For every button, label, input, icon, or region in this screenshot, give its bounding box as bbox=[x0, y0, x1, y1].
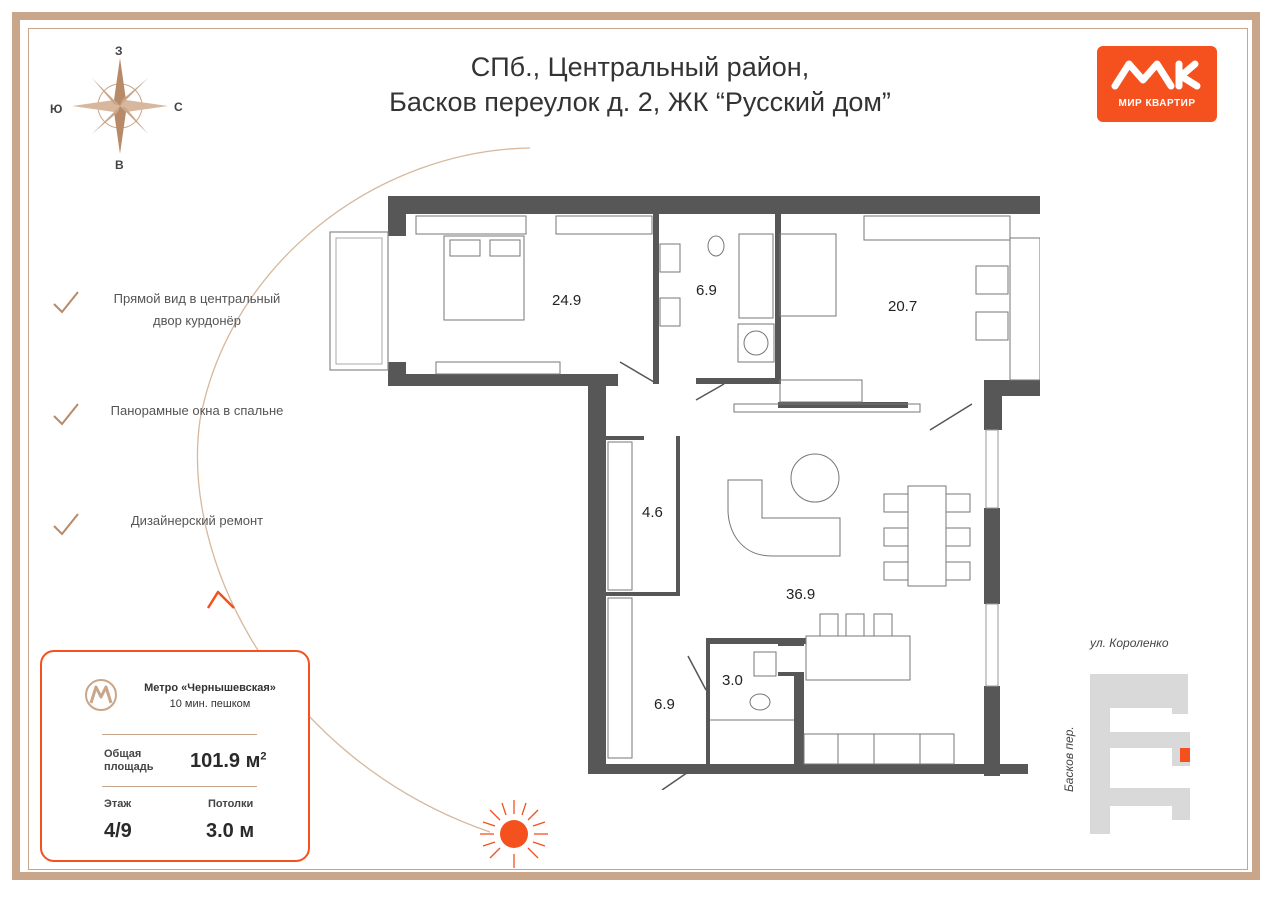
compass-north: З bbox=[115, 44, 123, 58]
metro-name: Метро «Чернышевская» bbox=[144, 682, 276, 694]
feature-item: Панорамные окна в спальне bbox=[52, 400, 312, 430]
floor-value: 4/9 bbox=[104, 820, 132, 842]
title-line-1: СПб., Центральный район, bbox=[470, 52, 810, 82]
compass-west: Ю bbox=[50, 102, 63, 116]
feature-line: Панорамные окна в спальне bbox=[110, 403, 284, 418]
logo-mark-icon bbox=[1111, 60, 1201, 90]
area-label-line: площадь bbox=[104, 761, 154, 773]
compass-south: В bbox=[115, 158, 124, 172]
compass-east: С bbox=[174, 100, 183, 114]
card-divider bbox=[102, 734, 257, 735]
area-label-line: Общая bbox=[104, 748, 142, 760]
room-area-storage: 4.6 bbox=[642, 504, 663, 521]
brand-logo: МИР КВАРТИР bbox=[1097, 46, 1217, 122]
logo-text: МИР КВАРТИР bbox=[1118, 98, 1196, 109]
feature-text: Прямой вид в центральный двор курдонёр bbox=[92, 288, 302, 332]
area-number: 101.9 м bbox=[190, 750, 261, 772]
check-icon bbox=[53, 291, 79, 314]
title-line-2: Басков переулок д. 2, ЖК “Русский дом” bbox=[389, 87, 891, 117]
outer-frame bbox=[12, 12, 1260, 880]
inner-frame bbox=[28, 28, 1248, 870]
room-area-bedroom-right: 20.7 bbox=[888, 298, 918, 315]
room-area-living: 36.9 bbox=[786, 586, 816, 603]
feature-text: Панорамные окна в спальне bbox=[92, 400, 302, 422]
compass-rose-icon bbox=[72, 58, 168, 154]
sun-icon bbox=[480, 800, 548, 868]
ceiling-label: Потолки bbox=[208, 798, 254, 810]
metro-walk-time: 10 мин. пешком bbox=[169, 698, 251, 710]
room-area-bathroom: 6.9 bbox=[696, 282, 717, 299]
info-card: Метро «Чернышевская» 10 мин. пешком Обща… bbox=[40, 650, 310, 862]
area-label: Общая площадь bbox=[104, 748, 153, 774]
room-area-wc: 3.0 bbox=[722, 672, 743, 689]
feature-line: Дизайнерский ремонт bbox=[130, 513, 264, 528]
floor-plan bbox=[329, 196, 1040, 790]
floor-label: Этаж bbox=[104, 798, 132, 810]
check-icon bbox=[53, 513, 79, 536]
room-area-hall: 6.9 bbox=[654, 696, 675, 713]
card-divider bbox=[102, 786, 257, 787]
street-label-baskov: Басков пер. bbox=[1062, 726, 1076, 792]
feature-item: Прямой вид в центральный двор курдонёр bbox=[52, 288, 312, 328]
feature-line: двор курдонёр bbox=[153, 313, 241, 328]
ceiling-value: 3.0 м bbox=[206, 820, 255, 842]
street-label-korolenko: ул. Короленко bbox=[1090, 636, 1169, 650]
building-location-map bbox=[1090, 674, 1190, 834]
check-icon bbox=[53, 403, 79, 426]
area-value: 101.9 м2 bbox=[190, 750, 267, 773]
feature-text: Дизайнерский ремонт bbox=[92, 510, 302, 532]
page-title: СПб., Центральный район, Басков переулок… bbox=[360, 50, 920, 120]
feature-line: Прямой вид в центральный bbox=[113, 291, 281, 306]
metro-logo-icon bbox=[85, 679, 117, 711]
area-unit-sup: 2 bbox=[260, 750, 267, 763]
room-area-bedroom-left: 24.9 bbox=[552, 292, 582, 309]
feature-item: Дизайнерский ремонт bbox=[52, 510, 312, 540]
